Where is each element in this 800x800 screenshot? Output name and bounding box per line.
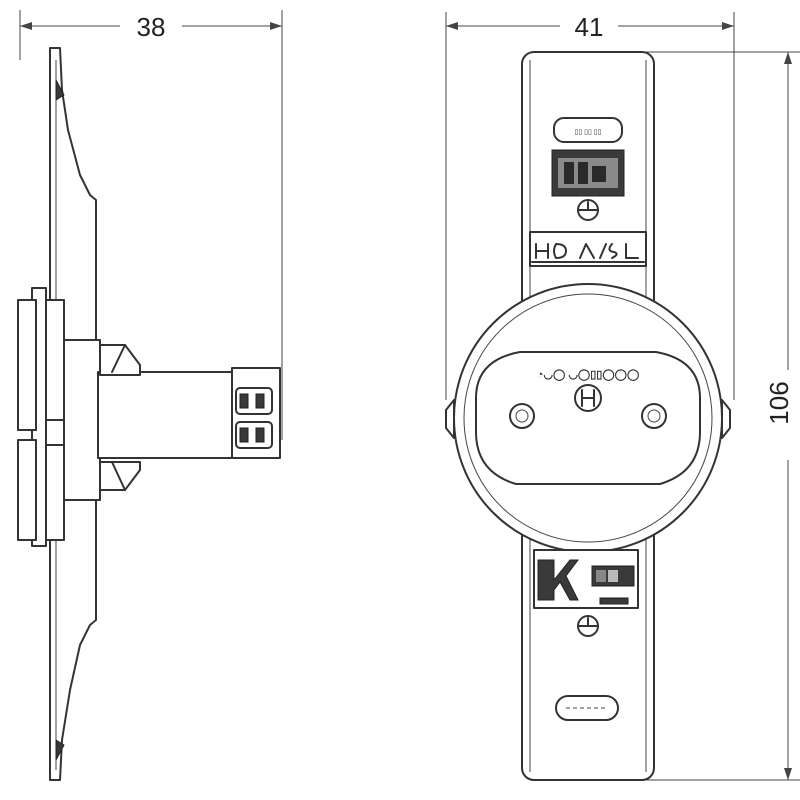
ground-symbol-bottom [577, 615, 599, 637]
ground-symbol-top [577, 199, 599, 221]
dimension-front-height: 106 [640, 51, 800, 781]
bottom-marking-area [533, 549, 639, 721]
dimension-label-front-width: 41 [575, 12, 604, 42]
pin-hole-right [641, 403, 667, 429]
terminal-screw-lower [235, 421, 273, 449]
ground-pin-hole-center [574, 384, 602, 412]
top-marking-area: ▯▯ ▯▯ ▯▯ [529, 117, 647, 267]
terminal-screw-upper [235, 387, 273, 415]
socket-body-side [97, 344, 281, 491]
socket-rating-marking: ◔◡◯ ◡◯▯▯◯◯◯ [537, 369, 640, 381]
front-view: 41 106 ▯▯ ▯▯ ▯▯ [445, 12, 800, 781]
dimension-label-side-depth: 38 [137, 12, 166, 42]
side-view: 38 [17, 10, 283, 781]
mounting-slot [555, 695, 619, 721]
socket-face: ◔◡◯ ◡◯▯▯◯◯◯ [445, 283, 731, 553]
dimension-front-width: 41 [445, 12, 735, 400]
dimension-label-front-height: 106 [764, 381, 794, 424]
frame-collar [17, 287, 101, 547]
top-marking-small-text: ▯▯ ▯▯ ▯▯ [574, 129, 601, 136]
pin-hole-left [509, 403, 535, 429]
dimension-side-depth: 38 [19, 10, 283, 440]
